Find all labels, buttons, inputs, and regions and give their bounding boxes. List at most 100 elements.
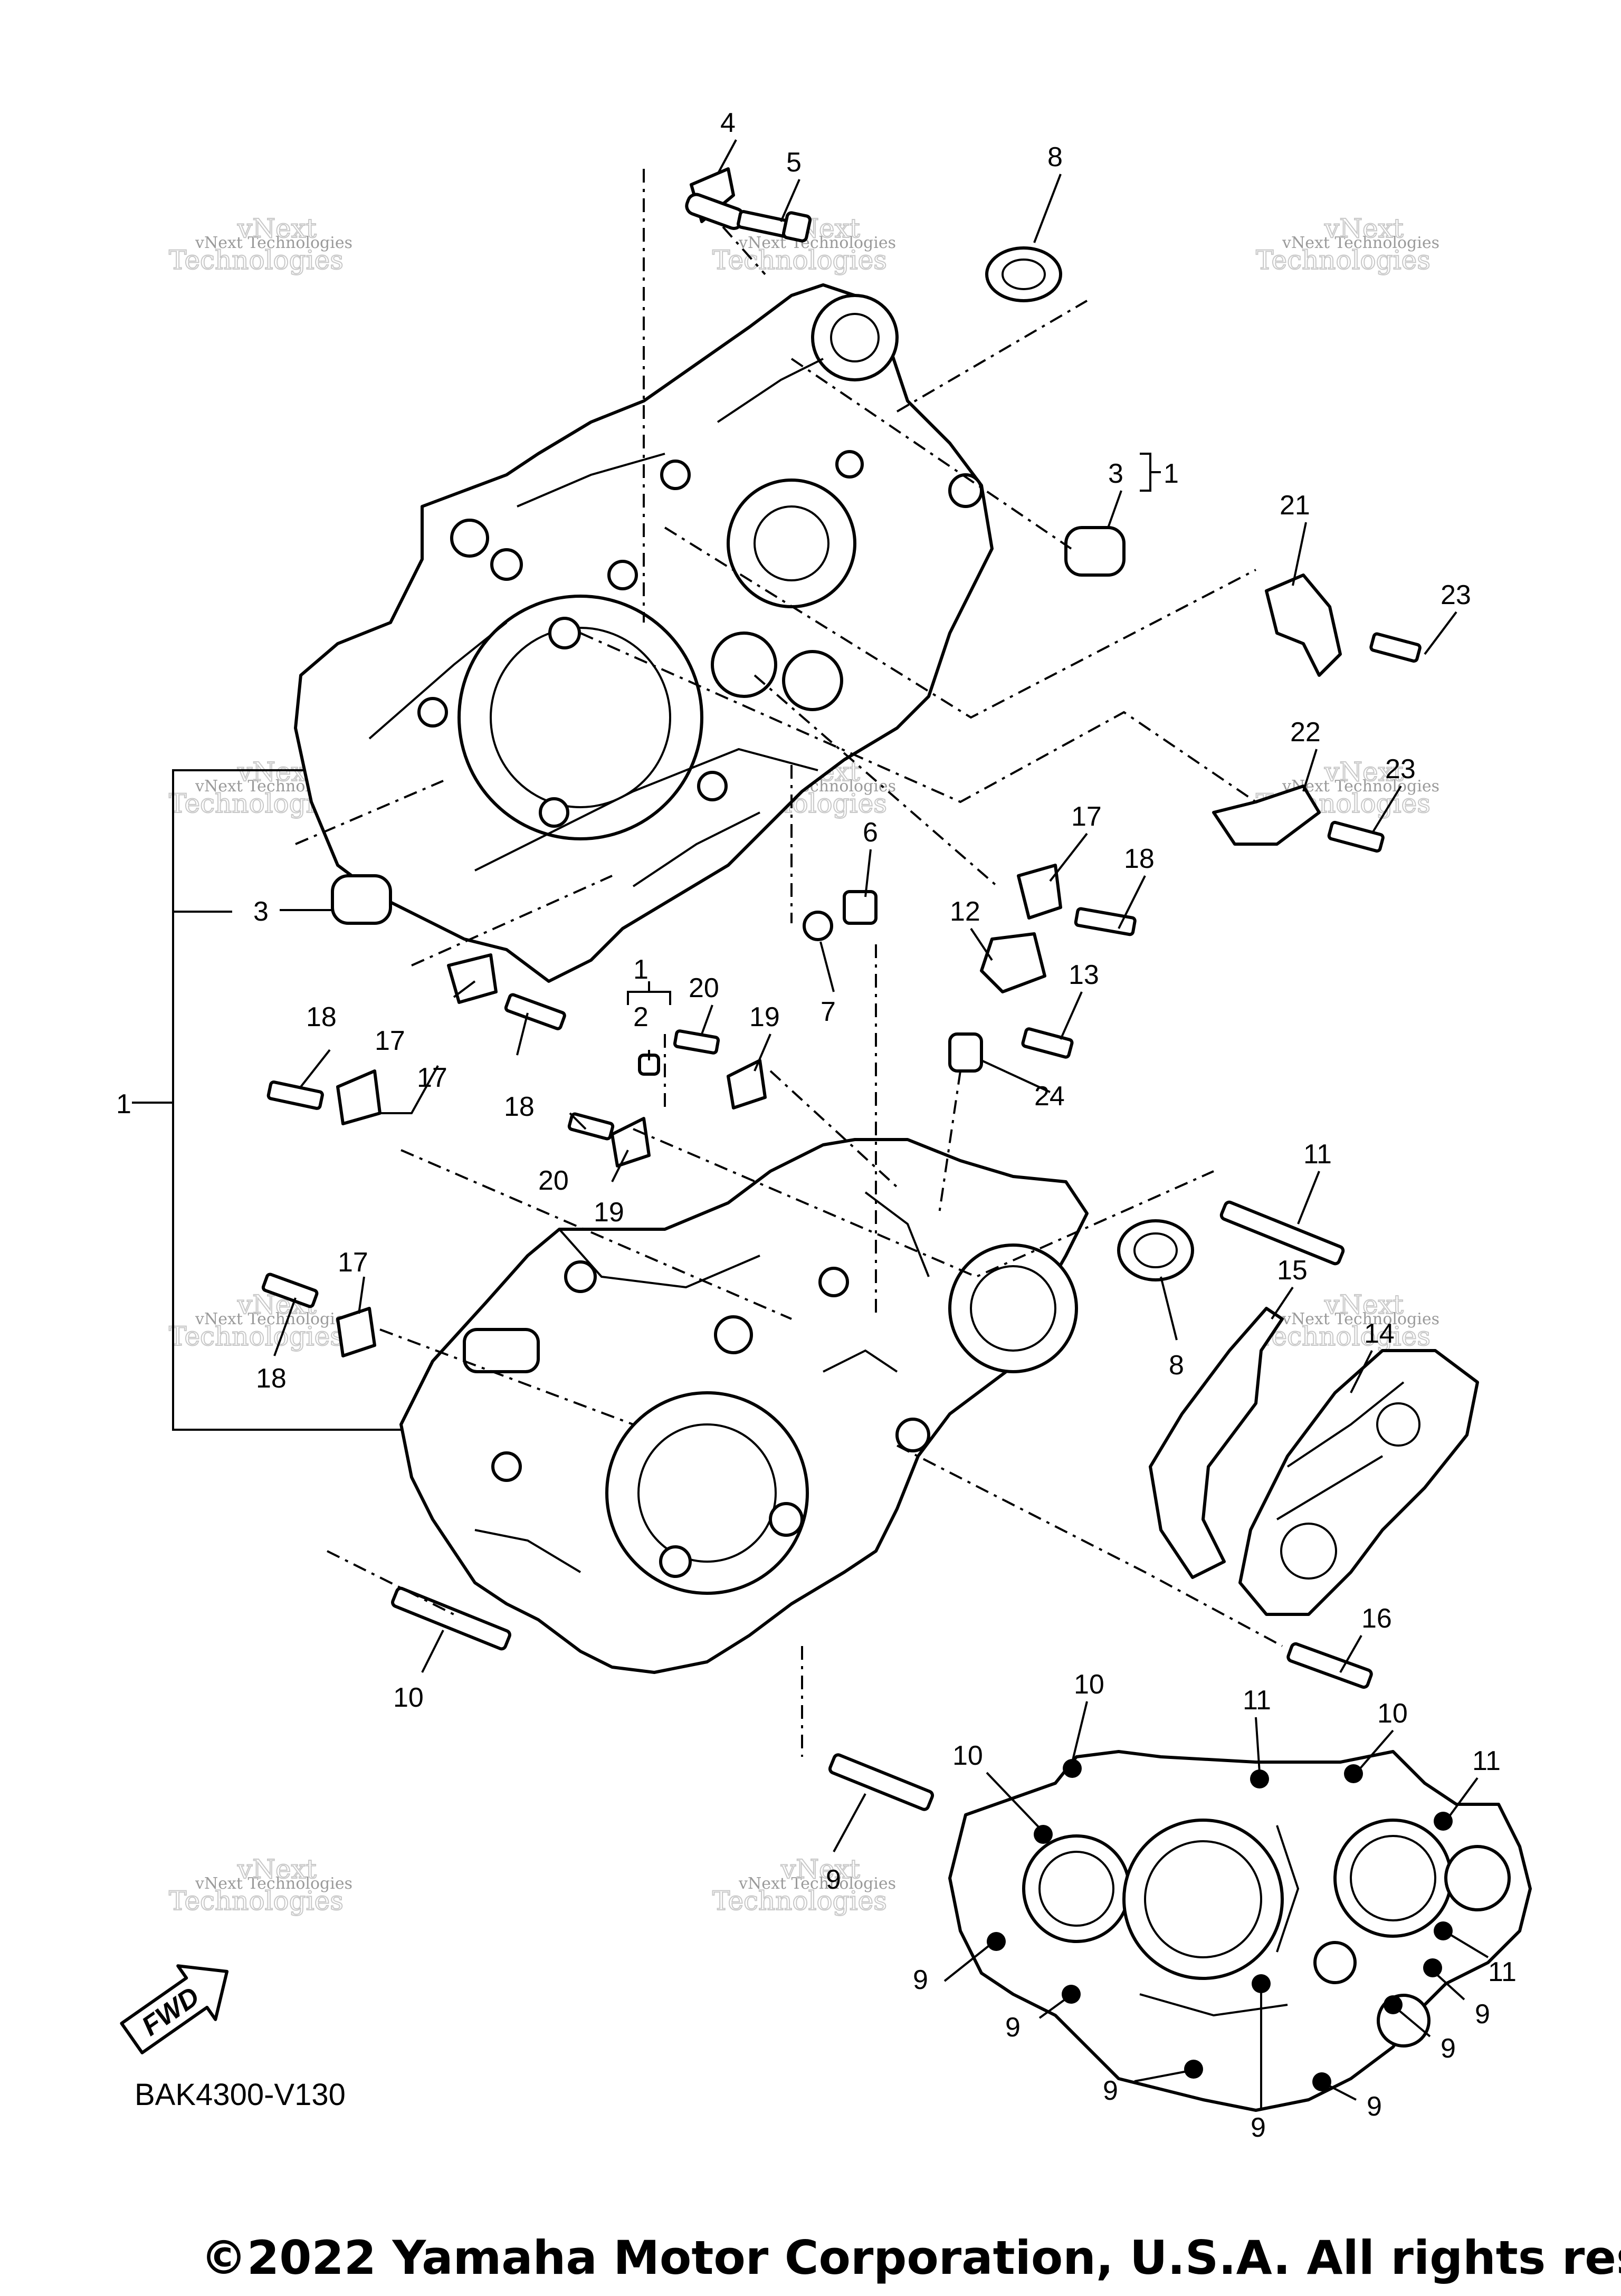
inset-bearing-inner [1350, 1835, 1436, 1921]
leader-line [1060, 991, 1083, 1040]
bolt-position-9 [1312, 2072, 1331, 2091]
assembly-bracket [132, 769, 412, 1431]
callout: 2 [633, 1002, 649, 1032]
bolt-position-9 [1252, 1974, 1271, 1993]
upper-hole [835, 450, 864, 479]
oil-seal-8-top-inner [1002, 259, 1046, 290]
assembly-line [897, 1444, 1283, 1647]
screw-20-b [567, 1112, 615, 1141]
inset-rib [1139, 1993, 1288, 2017]
callout: 11 [1243, 1685, 1271, 1716]
callout: 22 [1290, 717, 1321, 748]
watermark: vNext Technologies vNext Technologies [168, 213, 352, 276]
watermark-outline: Technologies [712, 245, 887, 275]
upper-rib [368, 621, 508, 740]
lower-hole [895, 1418, 930, 1452]
assembly-line [790, 358, 1072, 550]
plate-17-d [336, 1307, 376, 1357]
bolt-position-9 [1184, 2060, 1203, 2079]
upper-hole [490, 548, 523, 581]
plate-17-b [447, 953, 498, 1004]
leader-line [819, 941, 835, 992]
lower-rib [474, 1529, 581, 1573]
guard-cover-hole [1376, 1402, 1420, 1447]
lower-bore-inner [637, 1423, 777, 1563]
lower-hole [491, 1451, 522, 1482]
inset-bore-inner [1038, 1851, 1114, 1927]
callout: 18 [504, 1092, 535, 1122]
callout: 10 [952, 1740, 983, 1771]
watermark: vNext Technologies vNext Technologies [1255, 1289, 1439, 1352]
leader-line [1107, 490, 1122, 528]
upper-rib [517, 453, 665, 508]
screw-18-b [504, 993, 566, 1030]
bolt-16 [1286, 1642, 1373, 1689]
callout: 9 [826, 1864, 841, 1895]
leader-line [970, 927, 993, 961]
leader-line [1271, 1286, 1294, 1320]
callout: 1 [116, 1089, 131, 1120]
callout: 5 [786, 147, 802, 178]
watermark: vNext Technologies vNext Technologies [168, 1289, 352, 1352]
upper-small-boss [711, 632, 777, 698]
callouts: 4 5 8 3 1 21 23 22 23 3 17 18 6 12 13 7 … [116, 108, 1517, 2143]
callout: 9 [1251, 2112, 1266, 2143]
upper-hole [607, 560, 638, 590]
leader-line [1302, 749, 1318, 792]
callout: 14 [1364, 1318, 1395, 1349]
callout: 11 [1488, 1957, 1517, 1987]
leader-line [943, 1943, 992, 1982]
callout: 9 [913, 1965, 928, 1995]
guard-cover-rib [1286, 1381, 1405, 1468]
upper-hole [948, 473, 983, 508]
leader-line [1049, 833, 1088, 882]
watermark-text: vNext Technologies [195, 234, 352, 252]
callout: 3 [253, 896, 269, 927]
inset-bearing [1333, 1819, 1453, 1938]
watermark-outline: vNext [237, 213, 317, 244]
lower-bearing-housing [948, 1243, 1078, 1373]
leader-line [864, 849, 872, 897]
leader-line [1339, 1635, 1362, 1673]
leader-line [380, 1065, 439, 1114]
plate-17-c [336, 1069, 382, 1125]
callout: 12 [950, 896, 980, 927]
watermark-text: vNext Technologies [1282, 234, 1439, 252]
screw-20-a [673, 1029, 720, 1055]
leader-line [1447, 1933, 1489, 1958]
callout: 19 [749, 1002, 780, 1032]
leader-line [1447, 1777, 1479, 1819]
watermark-text: vNext Technologies [738, 234, 896, 252]
collar-24 [948, 1032, 983, 1073]
fwd-arrow: FWD [120, 1964, 229, 2054]
watermark-outline: Technologies [1256, 1321, 1431, 1352]
leader-line [833, 1793, 866, 1852]
watermark-outline: vNext [1324, 213, 1404, 244]
callout: 18 [256, 1363, 287, 1394]
bolt-6 [843, 890, 878, 925]
inset-crank-bore [1122, 1819, 1284, 1980]
callout: 10 [1377, 1698, 1408, 1729]
assembly-line [633, 1128, 1214, 1278]
guard-cover-hole [1280, 1523, 1337, 1580]
callout: 3 [1108, 458, 1123, 489]
callout: 9 [1367, 2091, 1382, 2122]
bolt-9 [828, 1753, 935, 1811]
upper-rib [474, 748, 818, 872]
watermark: vNext Technologies vNext Technologies [1255, 213, 1439, 276]
upper-rib [632, 811, 760, 887]
callout: 17 [1071, 801, 1102, 832]
upper-rib [717, 358, 824, 423]
screw-18-d [261, 1273, 319, 1308]
plate-19-b [611, 1117, 651, 1168]
leader-line [358, 1276, 365, 1314]
watermark-outline: Technologies [1256, 245, 1431, 275]
upper-bearing-boss [727, 479, 856, 608]
assembly-lines [295, 169, 1283, 1757]
leader-line [1071, 1701, 1088, 1763]
callout: 13 [1069, 960, 1099, 990]
upper-boss-top-inner [830, 313, 880, 362]
plate-17-a [1017, 864, 1062, 920]
leader-line [1160, 1276, 1178, 1341]
